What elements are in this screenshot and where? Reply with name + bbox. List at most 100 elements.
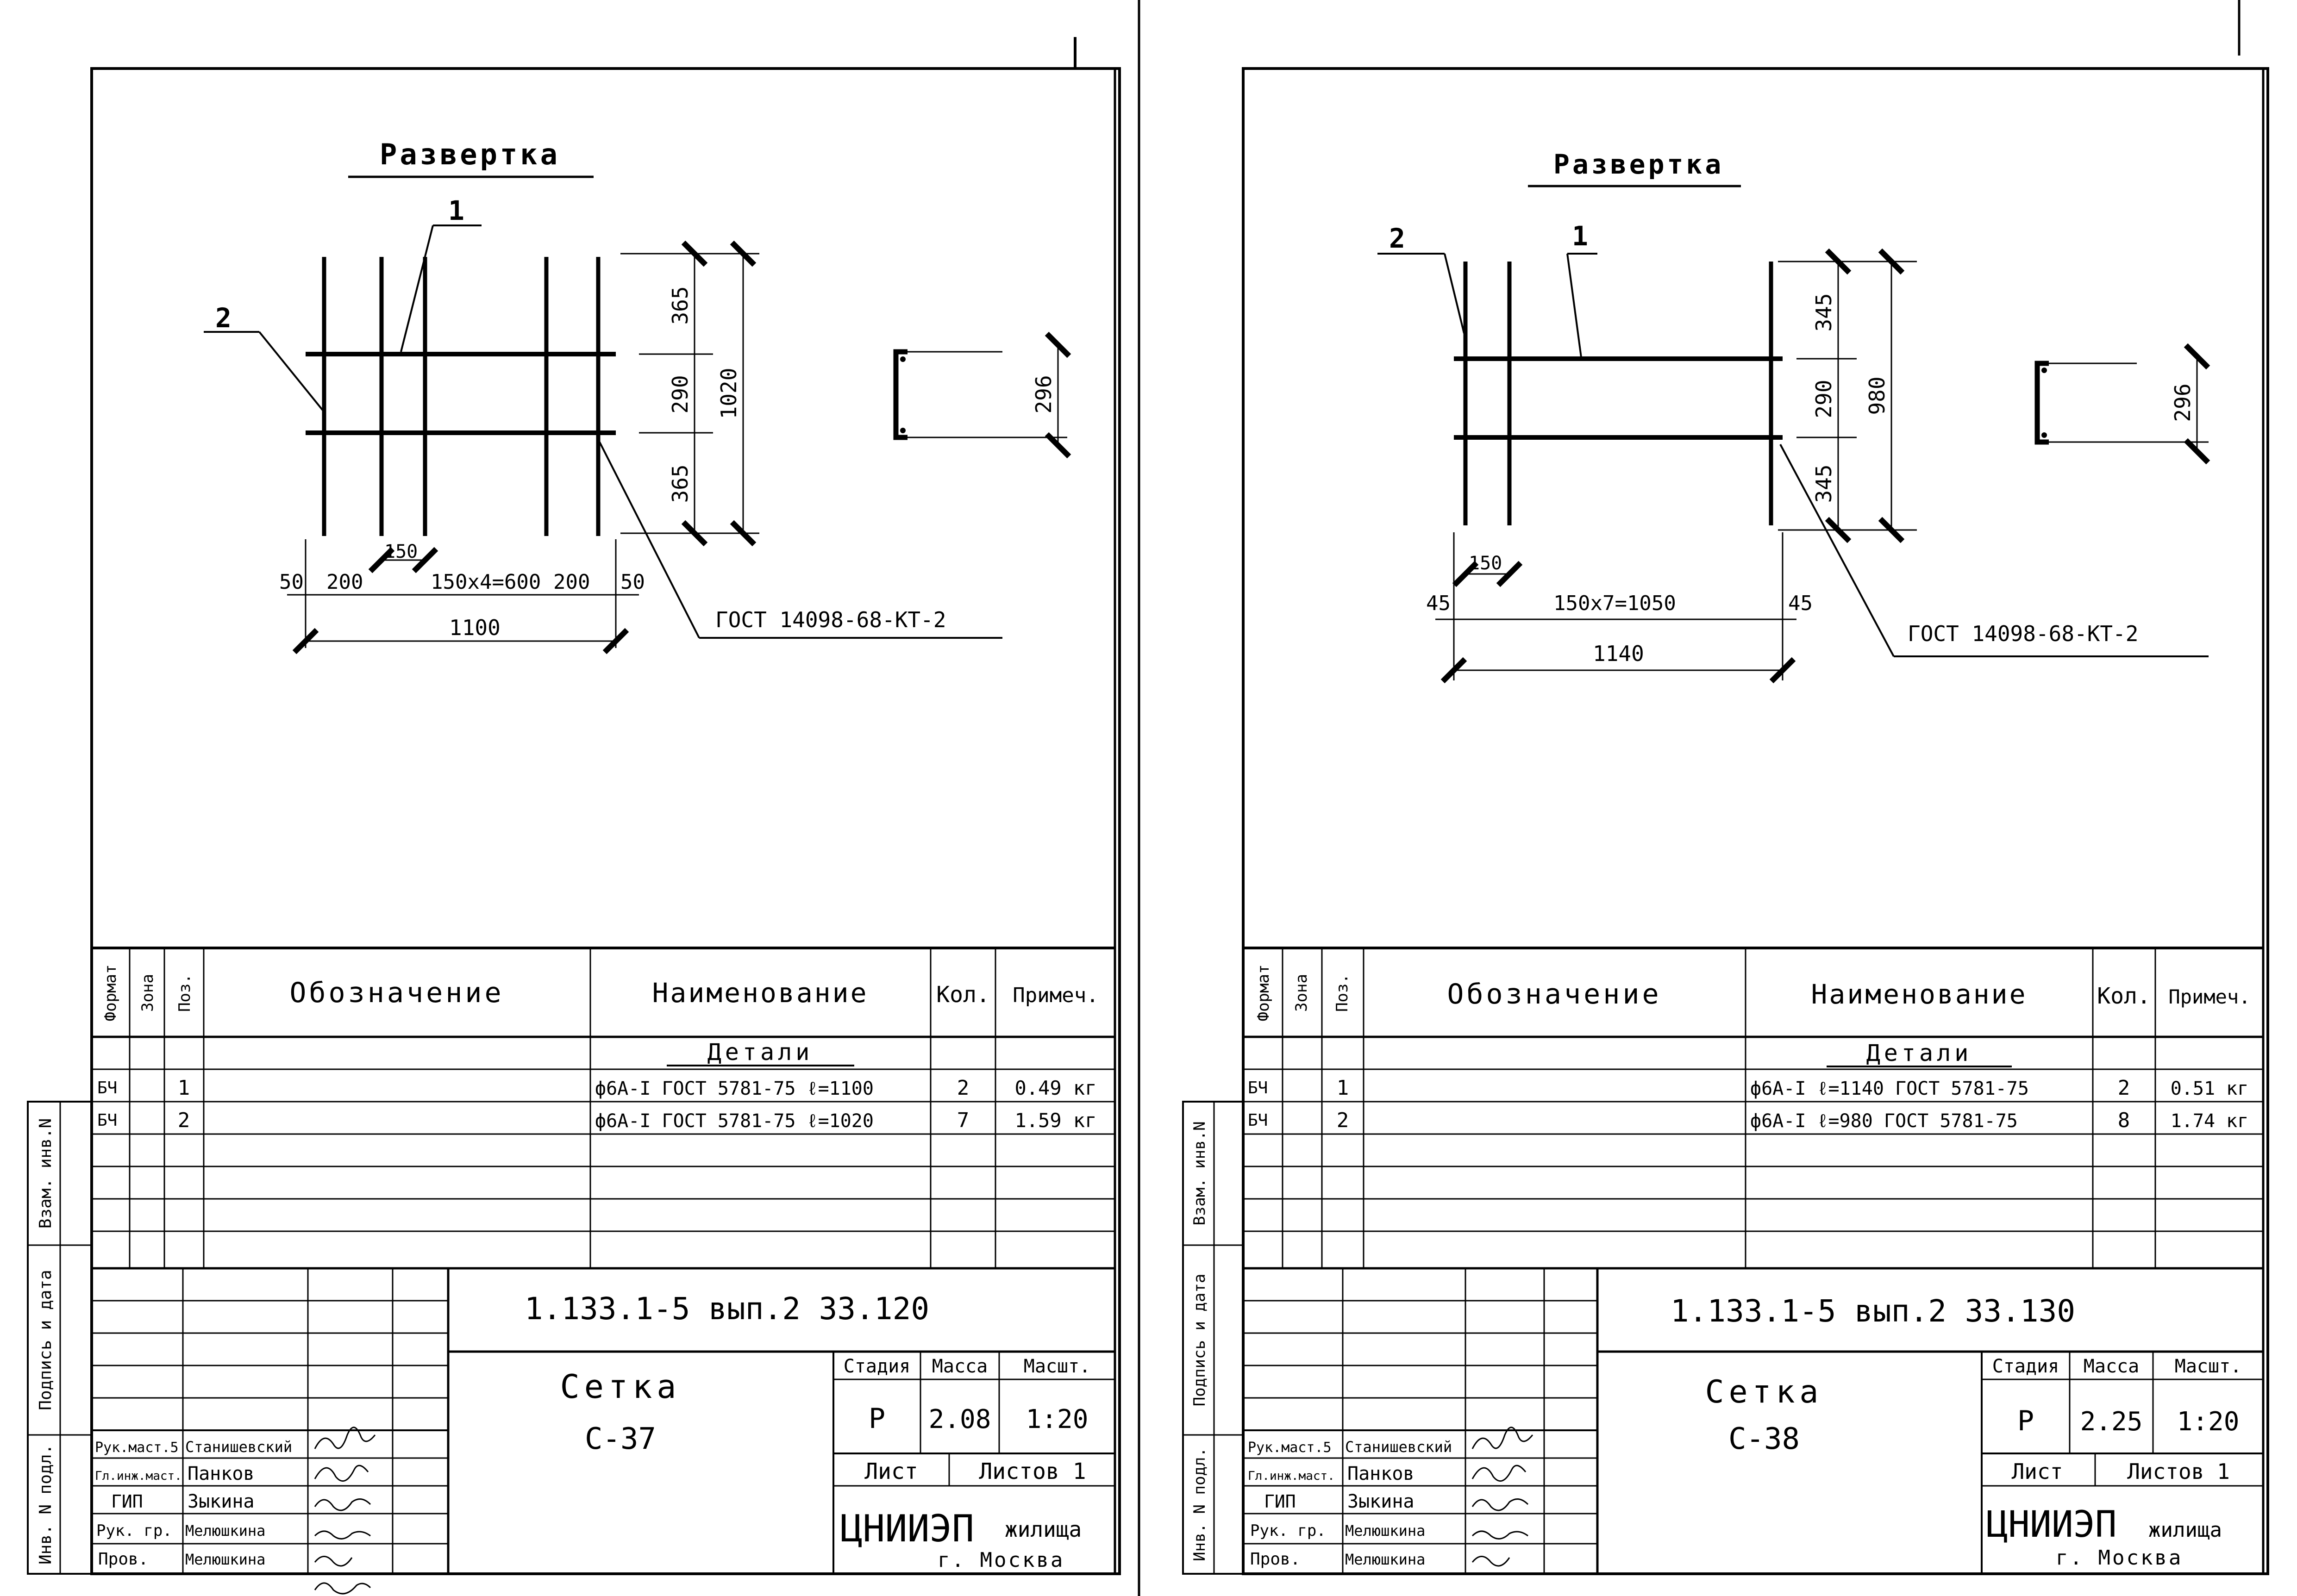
row2-format: БЧ xyxy=(97,1111,117,1130)
row2-qty: 7 xyxy=(957,1109,970,1132)
sheet-frame xyxy=(1242,67,2269,1575)
pos1-callout: 1 xyxy=(448,195,464,226)
hdr-note: Примеч. xyxy=(2168,985,2250,1008)
staff4-name: Мелюшкина xyxy=(185,1522,265,1540)
org-city: г. Москва xyxy=(2056,1546,2183,1570)
mass-label: Масса xyxy=(932,1356,988,1377)
sheet-s38: Развертка 1 2 ГОСТ 14098-68-КТ-2 345 xyxy=(1182,67,2269,1575)
side-label-sign: Подпись и дата xyxy=(1190,1274,1209,1407)
row1-qty: 2 xyxy=(2118,1076,2130,1100)
side-strip: Взам. инв.N Подпись и дата Инв. N подл. xyxy=(1182,1101,1244,1575)
dim-bottom: 365 xyxy=(668,464,693,503)
staff2-name: Панков xyxy=(188,1463,255,1484)
pos1-callout: 1 xyxy=(1572,220,1588,252)
hdr-designation: Обозначение xyxy=(1447,978,1661,1010)
row2-note: 1.74 кг xyxy=(2171,1110,2249,1132)
dim-first: 200 xyxy=(326,570,363,594)
staff1-role: Рук.маст.5 xyxy=(1248,1440,1332,1456)
sheets-count: Листов 1 xyxy=(2127,1459,2230,1484)
row2-pos: 2 xyxy=(178,1109,190,1132)
row1-note: 0.49 кг xyxy=(1014,1077,1096,1099)
hdr-zone: Зона xyxy=(1292,974,1311,1012)
hdr-format: Формат xyxy=(101,965,120,1022)
leader-pos2 xyxy=(258,331,325,413)
staff4-role: Рук. гр. xyxy=(1250,1521,1326,1540)
stirrup-section: 296 xyxy=(2034,343,2210,465)
hdr-qty: Кол. xyxy=(936,982,990,1008)
hdr-note: Примеч. xyxy=(1013,984,1098,1007)
dim-mid: 150х7=1050 xyxy=(1553,592,1676,615)
spec-table: Формат Зона Поз. Обозначение Наименовани… xyxy=(92,947,1115,1270)
mesh-vertical-bars xyxy=(322,257,601,536)
dim-left-end: 45 xyxy=(1426,592,1451,615)
dim-bottom: 345 xyxy=(1811,464,1836,503)
staff2-role: Гл.инж.маст. xyxy=(1248,1469,1335,1483)
dim-small: 150 xyxy=(1469,553,1502,574)
staff5-name: Мелюшкина xyxy=(185,1551,265,1568)
org-subname: жилища xyxy=(1005,1517,1082,1542)
sheet-frame xyxy=(90,67,1121,1575)
org-city: г. Москва xyxy=(938,1548,1064,1572)
staff1-role: Рук.маст.5 xyxy=(95,1440,179,1456)
weld-note: ГОСТ 14098-68-КТ-2 xyxy=(1908,621,2139,646)
title-block: Рук.маст.5 Станишевский Гл.инж.маст. Пан… xyxy=(1243,1268,2263,1574)
row2-qty: 8 xyxy=(2118,1109,2130,1132)
mesh-horizontal-bars xyxy=(1454,356,1783,440)
product-mark: С-38 xyxy=(1728,1422,1800,1456)
dim-top: 345 xyxy=(1811,293,1836,331)
side-label-replace: Взам. инв.N xyxy=(1190,1121,1209,1225)
staff2-name: Панков xyxy=(1347,1463,1415,1484)
hdr-name: Наименование xyxy=(652,977,868,1009)
stage-value: Р xyxy=(869,1403,885,1435)
staff4-role: Рук. гр. xyxy=(96,1521,172,1540)
dim-left-end: 50 xyxy=(279,570,304,594)
hdr-zone: Зона xyxy=(138,974,157,1012)
signatures xyxy=(1471,1427,1533,1567)
dim-top: 365 xyxy=(668,286,693,324)
org-name: ЦНИИЭП xyxy=(1986,1504,2117,1546)
staff3-role: ГИП xyxy=(1264,1491,1296,1512)
unfolding-title: Развертка xyxy=(1553,149,1724,180)
scale-label: Масшт. xyxy=(1024,1356,1091,1377)
hdr-pos: Поз. xyxy=(1333,974,1352,1012)
horizontal-dimensions: 45 150 150х7=1050 45 1140 xyxy=(1426,532,1813,684)
dim-total: 980 xyxy=(1865,376,1890,415)
weld-note: ГОСТ 14098-68-КТ-2 xyxy=(715,607,946,632)
mesh-vertical-bars xyxy=(1463,262,1773,525)
stage-label: Стадия xyxy=(1992,1356,2059,1377)
doc-code: 1.133.1-5 вып.2 33.120 xyxy=(525,1291,929,1327)
dim-frame-height: 296 xyxy=(2170,383,2195,422)
staff5-role: Пров. xyxy=(1250,1550,1300,1569)
pos2-callout: 2 xyxy=(1389,223,1405,254)
vertical-dimensions: 365 290 365 1020 xyxy=(620,240,759,547)
side-label-inv: Инв. N подл. xyxy=(1190,1447,1209,1561)
vertical-dimensions: 345 290 345 980 xyxy=(1778,248,1917,543)
staff5-role: Пров. xyxy=(98,1550,148,1569)
row1-note: 0.51 кг xyxy=(2171,1078,2249,1099)
stirrup-section: 296 xyxy=(893,331,1071,459)
leader-weld xyxy=(1779,444,1895,657)
dim-overall: 1140 xyxy=(1593,641,1644,666)
sheet-label: Лист xyxy=(2012,1459,2063,1484)
product-name: Сетка xyxy=(560,1368,681,1406)
leader-pos1 xyxy=(1566,253,1582,358)
section-details: Детали xyxy=(1866,1040,1972,1066)
row1-name: ф6А-I ℓ=1140 ГОСТ 5781-75 xyxy=(1750,1078,2029,1099)
doc-code: 1.133.1-5 вып.2 33.130 xyxy=(1671,1293,2075,1329)
leader-pos2 xyxy=(1444,253,1465,334)
stage-value: Р xyxy=(2017,1405,2034,1437)
unfolding-title: Развертка xyxy=(380,137,560,171)
signatures xyxy=(314,1427,376,1595)
org-name: ЦНИИЭП xyxy=(840,1507,974,1550)
staff3-name: Зыкина xyxy=(1347,1491,1415,1512)
org-subname: жилища xyxy=(2148,1518,2222,1542)
staff3-name: Зыкина xyxy=(188,1491,255,1512)
mass-label: Масса xyxy=(2084,1356,2139,1377)
scale-value: 1:20 xyxy=(2177,1407,2240,1437)
hdr-qty: Кол. xyxy=(2097,983,2151,1009)
title-block: Рук.маст.5 Станишевский Гл.инж.маст. Пан… xyxy=(92,1268,1115,1595)
row2-name: ф6А-I ℓ=980 ГОСТ 5781-75 xyxy=(1750,1110,2018,1132)
side-label-sign: Подпись и дата xyxy=(36,1270,55,1410)
dim-middle: 290 xyxy=(668,375,693,413)
